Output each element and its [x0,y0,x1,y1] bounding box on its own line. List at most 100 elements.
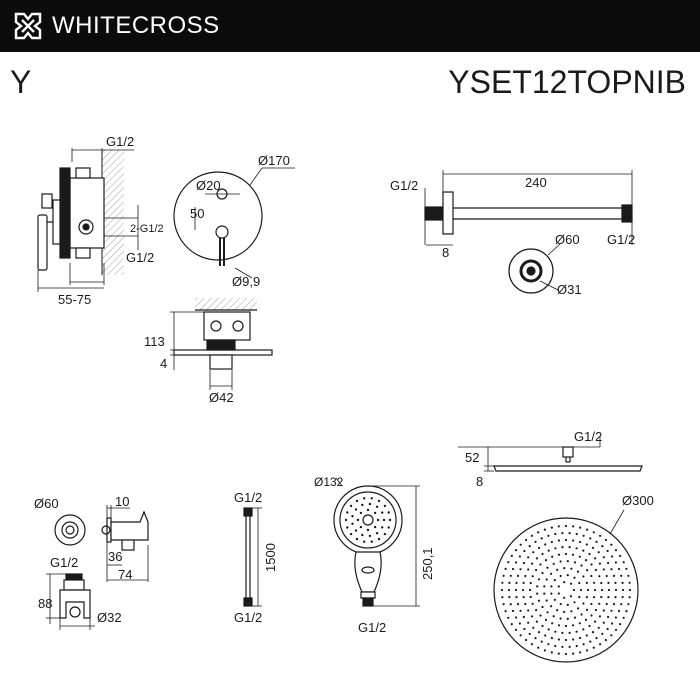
outlet-holder-bottom-dimensions [46,573,95,630]
spray-nozzle-dot [576,607,580,610]
spray-nozzle-dot [528,632,531,636]
rain-shower-height-label: 52 [465,450,479,465]
arm-flange-thickness-label: 8 [442,245,449,260]
spray-nozzle-dot [614,616,618,619]
spray-nozzle-dot [564,624,568,628]
spray-nozzle-dot [370,540,373,543]
spray-nozzle-dot [564,552,568,556]
spray-nozzle-dot [604,538,608,542]
spray-nozzle-dot [534,637,537,640]
spray-nozzle-dot [582,602,585,605]
spray-nozzle-dot [537,578,541,581]
spray-nozzle-dot [580,564,583,567]
spray-nozzle-dot [373,511,377,515]
spray-nozzle-dot [355,499,359,503]
mixer-thread-top-label: G1/2 [106,134,134,149]
spray-nozzle-dot [598,575,601,578]
hand-shower-thread-label: G1/2 [358,620,386,635]
brand-name: WHITECROSS [52,12,220,39]
spray-nozzle-dot [590,563,593,566]
spray-nozzle-dot [504,567,507,571]
spray-nozzle-dot [501,596,504,599]
spray-nozzle-dot [621,581,624,585]
spray-nozzle-dot [388,518,392,522]
spray-nozzle-dot [579,540,582,544]
spray-nozzle-dot [617,609,621,613]
spray-nozzle-dot [582,643,585,646]
spray-nozzle-dot [598,615,602,618]
spray-nozzle-dot [528,545,531,548]
spray-nozzle-dot [525,538,528,542]
spray-nozzle-dot [602,621,605,624]
spray-nozzle-dot [597,626,600,629]
spray-nozzle-dot [585,581,588,585]
spray-nozzle-dot [550,585,553,588]
spray-nozzle-dot [625,567,628,571]
spray-nozzle-dot [527,568,530,571]
holder-offset-label: 10 [115,494,129,509]
mixer-front-dimensions [194,167,295,279]
spray-nozzle-dot [522,596,525,599]
spray-nozzle-dot [607,615,610,619]
spray-nozzle-dot [522,581,525,585]
spray-nozzle-dot [524,602,527,606]
spray-nozzle-dot [547,549,550,552]
spray-nozzle-dot [552,562,555,565]
spray-nozzle-dot [368,534,372,538]
mixer-plate-diameter-label: Ø170 [258,153,290,168]
hose-length-label: 1500 [263,543,278,572]
spray-nozzle-dot [575,630,578,633]
spray-nozzle-dot [516,603,520,606]
spray-nozzle-dot [586,608,589,612]
spray-nozzle-dot [580,613,583,616]
spray-nozzle-dot [621,596,624,599]
spray-nozzle-dot [611,555,614,558]
spray-nozzle-dot [547,534,550,537]
spray-nozzle-dot [590,574,593,578]
spray-nozzle-dot [373,525,377,529]
spray-nozzle-dot [501,581,504,584]
spray-nozzle-dot [559,574,562,578]
spray-nozzle-dot [351,522,354,525]
spray-nozzle-dot [507,588,511,592]
spray-nozzle-dot [571,553,575,556]
spray-nozzle-dot [576,570,580,573]
spray-nozzle-dot [359,525,363,529]
spray-nozzle-dot [619,554,622,558]
spray-nozzle-dot [614,581,617,585]
spray-nozzle-dot [363,540,366,543]
spray-nozzle-dot [586,528,589,531]
spray-nozzle-dot [556,609,559,612]
spray-nozzle-dot [607,581,610,585]
spray-nozzle-dot [563,581,566,584]
spray-nozzle-dot [351,515,354,518]
arm-flange-front-view [508,243,561,294]
spray-nozzle-dot [537,599,541,602]
spray-nozzle-dot [537,546,541,550]
spray-nozzle-dot [382,518,386,522]
spray-nozzle-dot [375,505,379,508]
spray-nozzle-dot [543,592,546,595]
spray-nozzle-dot [575,532,578,536]
spray-nozzle-dot [377,499,381,503]
spray-nozzle-dot [614,549,618,552]
spray-nozzle-dot [543,585,546,588]
outlet-holder-side-dimensions [106,505,149,582]
spray-nozzle-dot [585,596,588,599]
spray-nozzle-dot [602,556,605,559]
spray-nozzle-dot [361,503,364,507]
spray-nozzle-dot [598,562,602,565]
spray-nozzle-dot [519,568,522,571]
model-code: YSET12TOPNIB [448,64,686,100]
spray-nozzle-dot [561,645,564,649]
spray-nozzle-dot [515,561,518,564]
spray-nozzle-dot [546,611,549,614]
spray-nozzle-dot [591,631,595,634]
mixer-side-view [37,150,124,275]
spray-nozzle-dot [346,526,349,529]
mixer-body-height-label: 113 [144,334,165,349]
spray-nozzle-dot [543,528,547,531]
spray-nozzle-dot [541,624,544,628]
spray-nozzle-dot [387,511,390,514]
spray-nozzle-dot [584,618,588,622]
